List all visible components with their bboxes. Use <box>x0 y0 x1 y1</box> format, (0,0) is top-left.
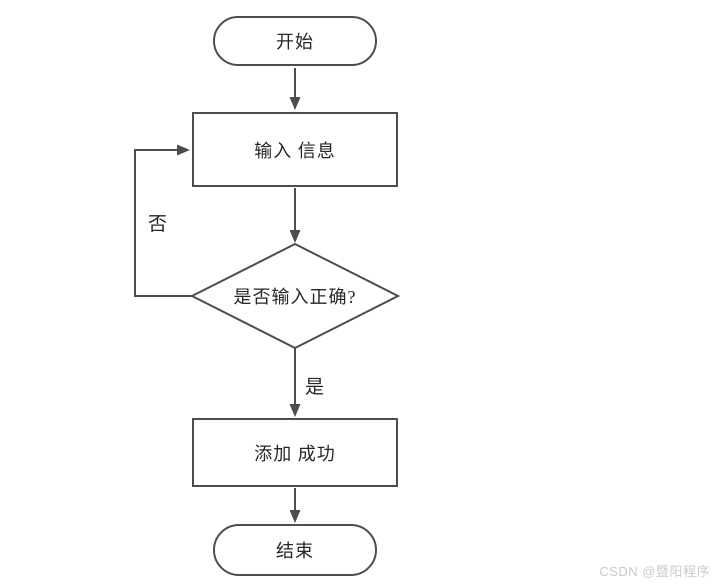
decision-node-shape <box>189 242 401 350</box>
no-edge-label: 否 <box>148 214 168 235</box>
success-node: 添加 成功 <box>192 418 398 487</box>
edge-decision-to-input-loop <box>134 144 192 297</box>
end-node: 结束 <box>213 524 377 576</box>
end-node-label: 结束 <box>276 541 314 561</box>
start-node-label: 开始 <box>276 32 314 52</box>
input-info-node-label: 输入 信息 <box>254 140 336 161</box>
input-info-node: 输入 信息 <box>192 112 398 187</box>
yes-edge-label: 是 <box>305 377 325 398</box>
watermark: CSDN @暨阳程序 <box>599 564 710 579</box>
success-node-label: 添加 成功 <box>254 443 336 464</box>
start-node: 开始 <box>213 16 377 66</box>
